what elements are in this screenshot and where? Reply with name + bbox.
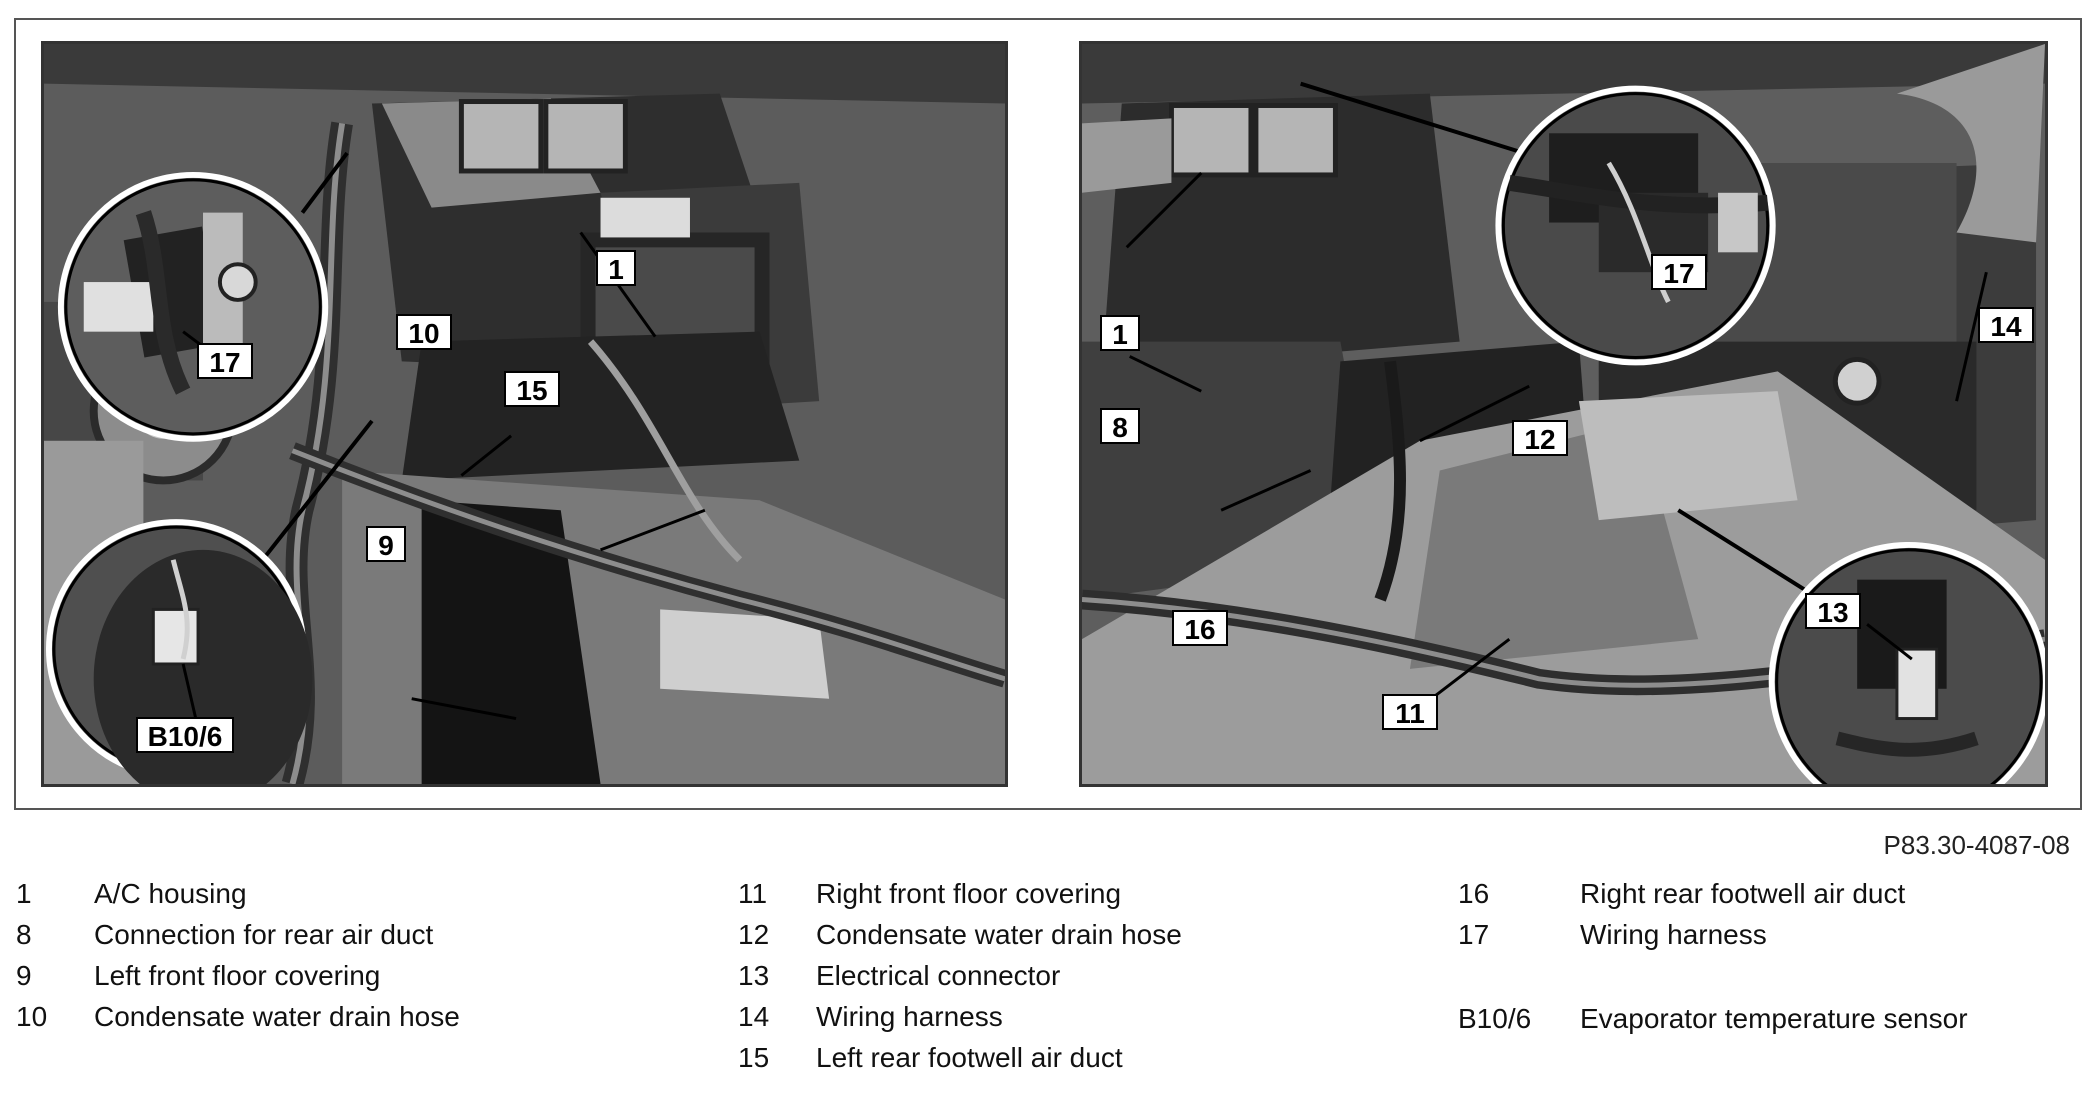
legend-description: Wiring harness (816, 1001, 1003, 1032)
legend-item: 12 Condensate water drain hose (738, 914, 1418, 955)
legend-description: Wiring harness (1580, 919, 1767, 950)
figure-code: P83.30-4087-08 (1883, 830, 2070, 860)
legend-number: B10/6 (1458, 1003, 1532, 1034)
callout-b10-6-left: B10/6 (136, 717, 234, 753)
legend-number: 9 (16, 960, 32, 991)
legend-description: Left front floor covering (94, 960, 381, 991)
callout-1-left: 1 (596, 250, 636, 286)
legend-column-1: 1 A/C housing 8 Connection for rear air … (16, 873, 716, 1037)
legend-item: 10 Condensate water drain hose (16, 996, 716, 1037)
callout-10-left: 10 (396, 314, 452, 350)
legend-description: Condensate water drain hose (816, 919, 1182, 950)
legend-description: Connection for rear air duct (94, 919, 434, 950)
legend-item: 8 Connection for rear air duct (16, 914, 716, 955)
legend-description: Right rear footwell air duct (1580, 878, 1906, 909)
right-photo: 1 8 12 16 11 17 14 13 (1079, 41, 2048, 787)
legend-item: 13 Electrical connector (738, 955, 1418, 996)
legend-item: 9 Left front floor covering (16, 955, 716, 996)
legend-number: 17 (1458, 919, 1490, 950)
legend-number: 12 (738, 919, 770, 950)
legend-column-2: 11 Right front floor covering 12 Condens… (738, 873, 1418, 1078)
callout-17-left: 17 (197, 343, 253, 379)
legend-item: 1 A/C housing (16, 873, 716, 914)
legend-number: 13 (738, 960, 770, 991)
callout-12-right: 12 (1512, 420, 1568, 456)
callout-9-left: 9 (366, 526, 406, 562)
right-photo-illustration (1082, 44, 2045, 784)
callout-14-right: 14 (1978, 307, 2034, 343)
legend-number: 10 (16, 1001, 48, 1032)
legend-column-3: 16 Right rear footwell air duct 17 Wirin… (1458, 873, 2078, 1039)
legend-number: 15 (738, 1042, 770, 1073)
callout-1-right: 1 (1100, 315, 1140, 351)
legend-number: 8 (16, 919, 32, 950)
legend-description: A/C housing (94, 878, 247, 909)
legend-description: Evaporator temperature sensor (1580, 1003, 1968, 1034)
callout-8-right: 8 (1100, 408, 1140, 444)
legend-number: 1 (16, 878, 32, 909)
legend-item: B10/6 Evaporator temperature sensor (1458, 998, 2078, 1039)
legend-number: 11 (738, 878, 768, 909)
legend-item: 16 Right rear footwell air duct (1458, 873, 2078, 914)
legend-description: Left rear footwell air duct (816, 1042, 1123, 1073)
legend-description: Electrical connector (816, 960, 1061, 991)
callout-13-right: 13 (1805, 593, 1861, 629)
callout-15-left: 15 (504, 371, 560, 407)
legend-number: 16 (1458, 878, 1490, 909)
left-photo-illustration (44, 44, 1005, 784)
legend-item: 15 Left rear footwell air duct (738, 1037, 1418, 1078)
legend-description: Condensate water drain hose (94, 1001, 460, 1032)
callout-16-right: 16 (1172, 610, 1228, 646)
callout-17-right: 17 (1651, 254, 1707, 290)
legend-item: 14 Wiring harness (738, 996, 1418, 1037)
legend-item: 17 Wiring harness (1458, 914, 2078, 955)
legend-item: 11 Right front floor covering (738, 873, 1418, 914)
callout-11-right: 11 (1382, 694, 1438, 730)
legend-number: 14 (738, 1001, 770, 1032)
legend-description: Right front floor covering (816, 878, 1122, 909)
left-photo: 1 10 15 9 17 B10/6 (41, 41, 1008, 787)
